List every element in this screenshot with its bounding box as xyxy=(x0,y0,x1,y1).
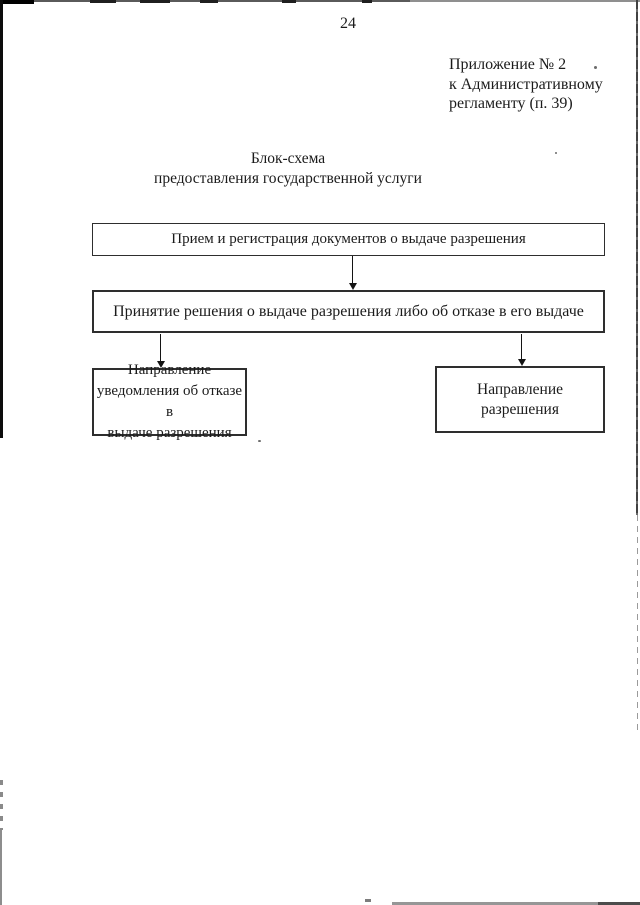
appendix-line: регламенту (п. 39) xyxy=(449,95,573,112)
appendix-note: Приложение № 2 к Административному регла… xyxy=(449,55,603,114)
flow-arrow-down-icon xyxy=(517,334,526,366)
arrow-head xyxy=(156,361,165,368)
appendix-line: Приложение № 2 xyxy=(449,56,567,73)
flowchart-box-decision: Принятие решения о выдаче разрешения либ… xyxy=(92,290,605,333)
scan-speck xyxy=(594,66,597,69)
scan-edge-top xyxy=(410,0,640,2)
title-line: Блок-схема xyxy=(250,150,326,167)
box-text-line: разрешения xyxy=(481,400,559,418)
scan-edge-top xyxy=(0,0,640,2)
scan-edge-dash xyxy=(282,0,296,3)
flow-arrow-down-icon xyxy=(348,256,357,290)
scan-edge-dash xyxy=(362,0,372,3)
arrow-head xyxy=(348,283,357,290)
title-line: предоставления государственной услуги xyxy=(154,170,422,187)
arrow-shaft xyxy=(160,334,161,361)
box-text-line: Направление xyxy=(127,362,212,378)
flowchart-box-refusal-notice: Направление уведомления об отказе в выда… xyxy=(92,362,247,441)
appendix-line: к Административному xyxy=(449,75,603,93)
box-text-line: Направление xyxy=(477,380,563,398)
scan-edge-dash xyxy=(200,0,218,3)
flow-arrow-down-icon xyxy=(156,334,165,368)
scan-edge-dash xyxy=(140,0,170,3)
arrow-head xyxy=(517,359,526,366)
scan-edge-left xyxy=(0,780,3,830)
scan-speck xyxy=(555,152,557,154)
scan-edge-right xyxy=(637,515,638,730)
scan-edge-right xyxy=(636,0,638,515)
box-text-line: уведомления об отказе в xyxy=(96,383,243,420)
arrow-shaft xyxy=(521,334,522,359)
box-text-line: выдаче разрешения xyxy=(107,425,232,441)
arrow-shaft xyxy=(352,256,353,283)
flowchart-box-permit: Направление разрешения xyxy=(435,366,605,433)
scan-edge-top-corner xyxy=(0,0,34,4)
scan-edge-bottom xyxy=(365,899,371,902)
page-number: 24 xyxy=(340,15,356,32)
flowchart-box-reception: Прием и регистрация документов о выдаче … xyxy=(92,223,605,256)
scan-edge-dash xyxy=(90,0,116,3)
scan-speck xyxy=(258,440,261,442)
document-title: Блок-схема предоставления государственно… xyxy=(154,149,422,189)
scan-edge-left xyxy=(0,830,2,905)
scan-edge-left xyxy=(0,0,3,438)
